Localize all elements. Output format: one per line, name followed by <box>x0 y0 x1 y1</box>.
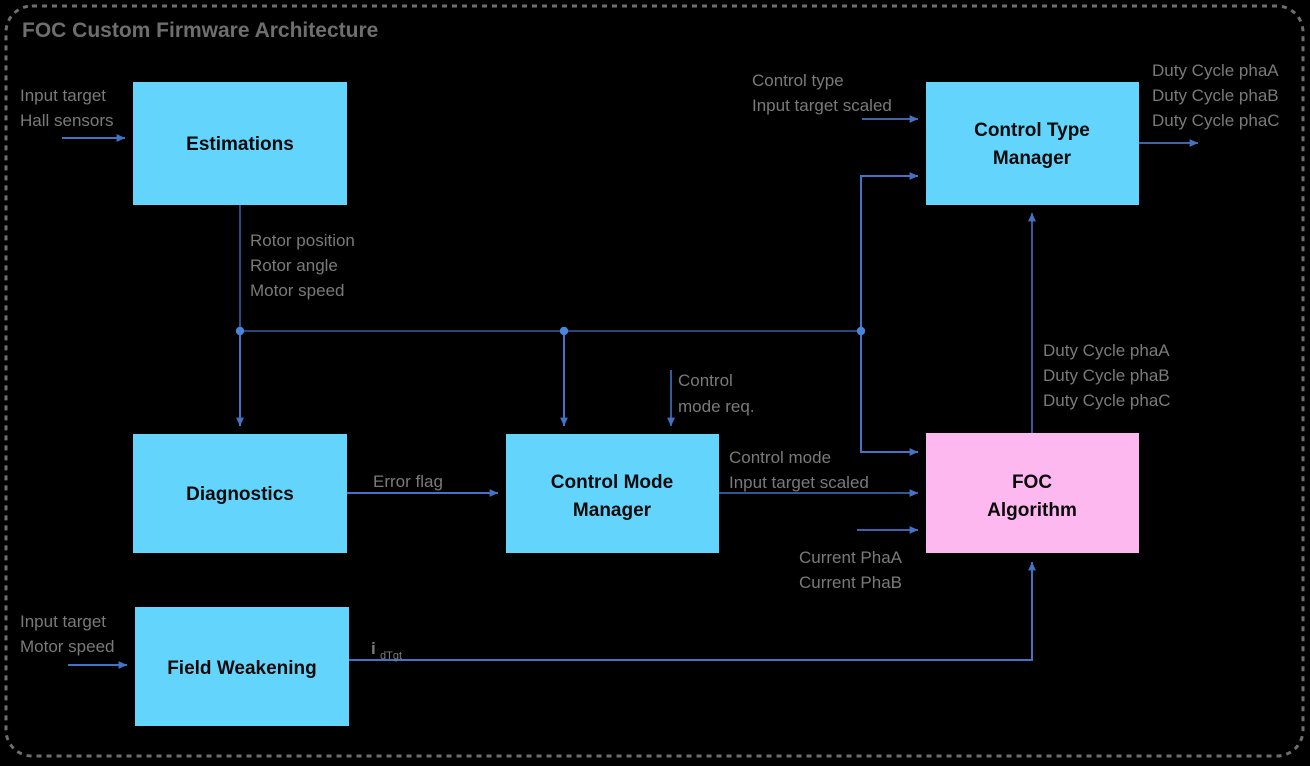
block-field-weakening[interactable]: Field Weakening <box>135 607 349 726</box>
signal-label-current-phase: Current PhaA Current PhaB <box>799 548 903 592</box>
block-diagnostics[interactable]: Diagnostics <box>133 434 347 553</box>
connector-layer <box>62 115 1199 669</box>
diagram-frame <box>4 4 1305 758</box>
junction-dot-control-mode <box>559 326 569 336</box>
signal-text: Hall sensors <box>20 111 114 130</box>
signal-text: Control <box>678 371 733 390</box>
block-control-type-manager-label-1: Control Type <box>974 120 1090 141</box>
signal-text: Motor speed <box>20 637 115 656</box>
block-foc-algorithm-label-2: Algorithm <box>987 500 1077 521</box>
block-foc-algorithm[interactable]: FOC Algorithm <box>926 433 1139 553</box>
signal-text: Duty Cycle phaA <box>1043 341 1170 360</box>
connector-field-weakening-to-foc <box>349 561 1036 661</box>
connector-bus-to-foc-algorithm <box>860 331 919 456</box>
block-estimations[interactable]: Estimations <box>133 82 347 205</box>
block-diagnostics-label: Diagnostics <box>186 484 294 505</box>
block-control-type-manager[interactable]: Control Type Manager <box>926 82 1139 205</box>
signal-label-control-type-input: Control type Input target scaled <box>752 71 892 115</box>
signal-text: Duty Cycle phaC <box>1043 391 1171 410</box>
block-control-mode-manager[interactable]: Control Mode Manager <box>506 434 719 553</box>
block-layer: Estimations Diagnostics Field Weakening … <box>133 82 1139 726</box>
signal-label-control-mode-req: Control mode req. <box>678 371 755 416</box>
signal-label-id-target: i dTgt <box>371 639 402 662</box>
junction-dot-right-bus <box>856 326 866 336</box>
signal-label-duty-cycle-feedback: Duty Cycle phaA Duty Cycle phaB Duty Cyc… <box>1043 341 1171 410</box>
signal-text: Input target scaled <box>752 96 892 115</box>
block-control-mode-manager-rect[interactable] <box>506 434 719 553</box>
signal-text: i <box>371 639 376 658</box>
signal-label-field-weakening-input: Input target Motor speed <box>20 612 115 656</box>
block-estimations-label: Estimations <box>186 134 294 155</box>
block-control-mode-manager-label-1: Control Mode <box>551 472 673 493</box>
block-control-type-manager-rect[interactable] <box>926 82 1139 205</box>
signal-text: Duty Cycle phaB <box>1152 86 1279 105</box>
junction-dot-diagnostics <box>235 326 245 336</box>
signal-text: Current PhaB <box>799 573 902 592</box>
signal-text: Duty Cycle phaB <box>1043 366 1170 385</box>
signal-text: mode req. <box>678 397 755 416</box>
signal-text: Control type <box>752 71 844 90</box>
signal-text: Rotor angle <box>250 256 338 275</box>
signal-text: Motor speed <box>250 281 345 300</box>
block-field-weakening-label: Field Weakening <box>167 658 317 679</box>
block-control-type-manager-label-2: Manager <box>993 148 1072 169</box>
connector-bus-to-control-type-manager <box>860 172 919 331</box>
signal-label-layer: Input target Hall sensors Rotor position… <box>20 61 1280 662</box>
signal-text: Control mode <box>729 448 831 467</box>
signal-label-control-mode-output: Control mode Input target scaled <box>729 448 869 492</box>
signal-text: Duty Cycle phaC <box>1152 111 1280 130</box>
signal-label-estimations-output: Rotor position Rotor angle Motor speed <box>250 231 355 300</box>
signal-text-subscript: dTgt <box>380 650 402 662</box>
block-foc-algorithm-rect[interactable] <box>926 433 1139 553</box>
signal-label-error-flag: Error flag <box>373 472 443 491</box>
signal-text: Input target <box>20 86 106 105</box>
signal-text: Error flag <box>373 472 443 491</box>
signal-text: Input target <box>20 612 106 631</box>
signal-text: Duty Cycle phaA <box>1152 61 1279 80</box>
signal-text: Input target scaled <box>729 473 869 492</box>
page-title: FOC Custom Firmware Architecture <box>22 19 378 42</box>
block-diagnostics-rect[interactable] <box>133 434 347 553</box>
signal-text: Current PhaA <box>799 548 903 567</box>
signal-label-duty-cycle-output: Duty Cycle phaA Duty Cycle phaB Duty Cyc… <box>1152 61 1280 130</box>
block-control-mode-manager-label-2: Manager <box>573 500 652 521</box>
signal-text: Rotor position <box>250 231 355 250</box>
signal-label-input-estimations: Input target Hall sensors <box>20 86 114 130</box>
block-field-weakening-rect[interactable] <box>135 607 349 726</box>
block-foc-algorithm-label-1: FOC <box>1012 472 1052 493</box>
block-estimations-rect[interactable] <box>133 82 347 205</box>
